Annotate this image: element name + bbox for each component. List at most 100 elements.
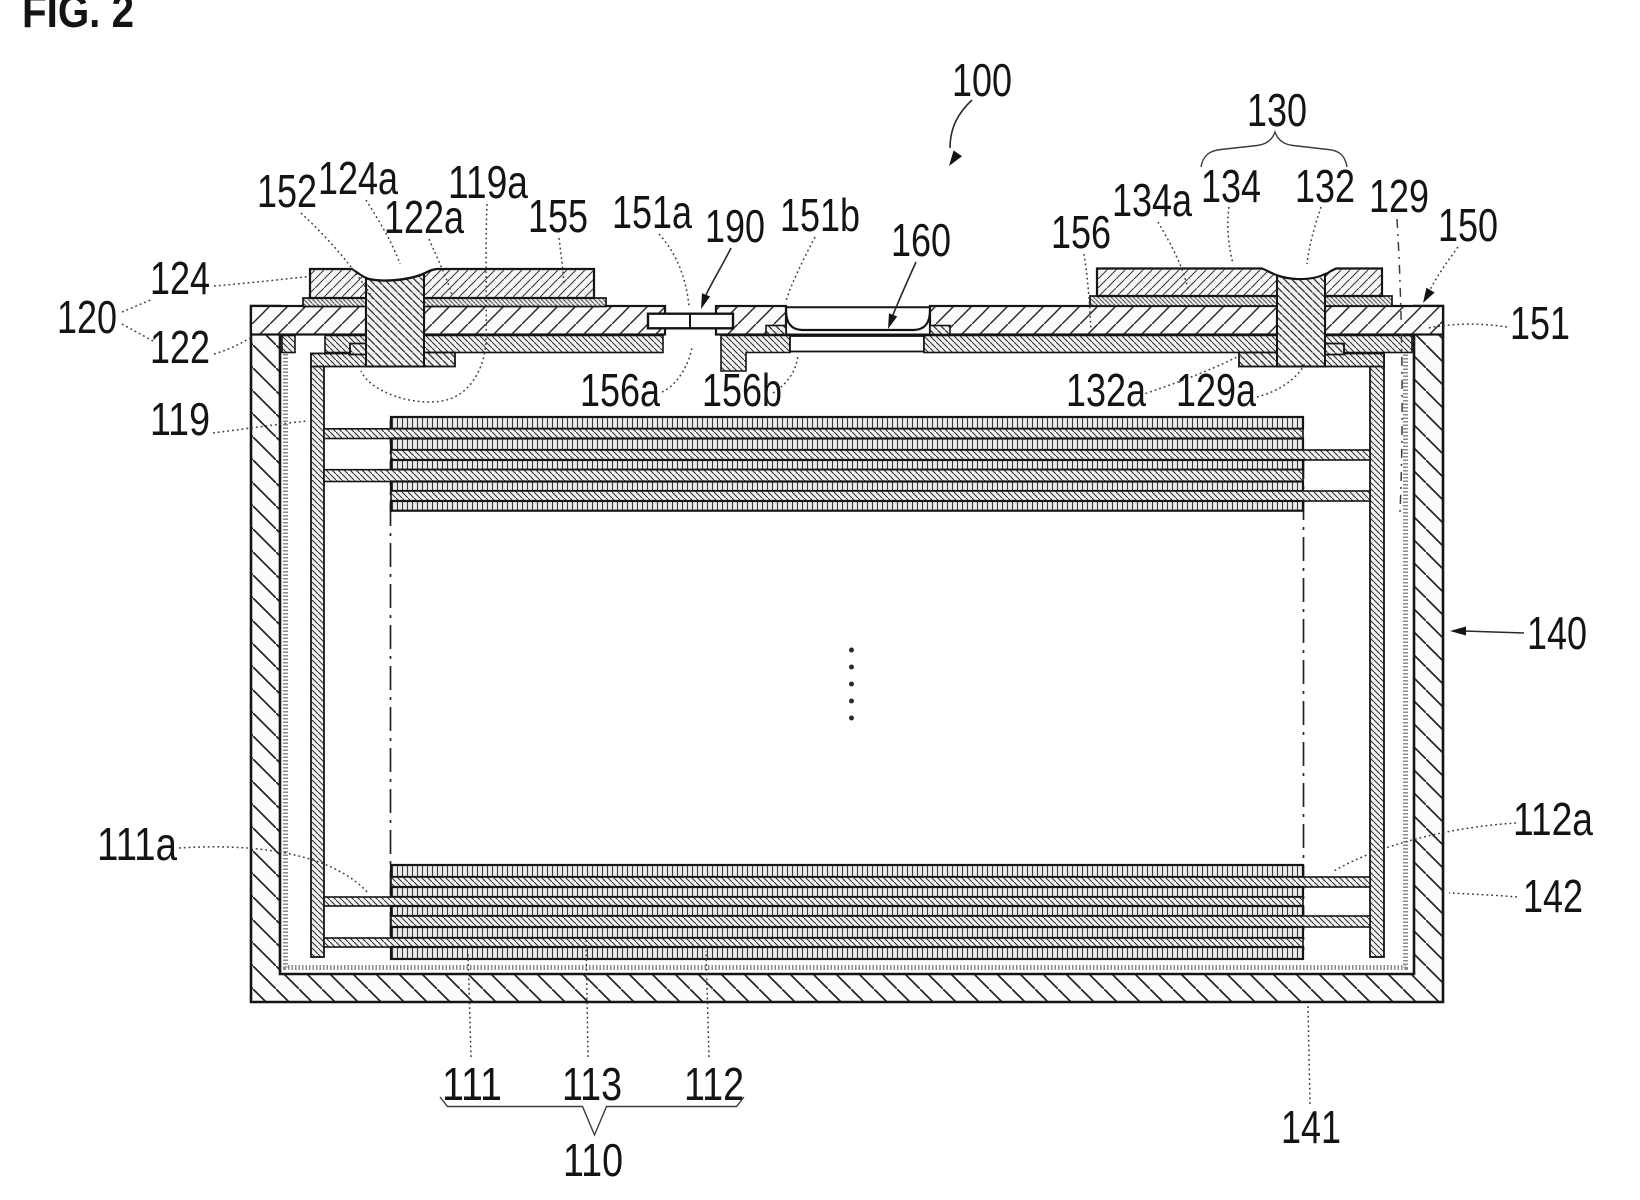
label-132a: 132a bbox=[1066, 364, 1146, 416]
leader-156a bbox=[661, 346, 693, 393]
leader-160 bbox=[892, 261, 917, 316]
leader-140 bbox=[1463, 630, 1525, 634]
continuation-dot bbox=[849, 698, 854, 704]
label-122a: 122a bbox=[384, 191, 464, 243]
label-120: 120 bbox=[57, 291, 117, 343]
label-112a: 112a bbox=[1513, 793, 1593, 845]
leader-141 bbox=[1307, 1004, 1311, 1105]
electrode-layer bbox=[389, 904, 1305, 918]
electrode-layer bbox=[389, 925, 1305, 940]
arrowhead-140 bbox=[1450, 626, 1466, 636]
continuation-dots bbox=[849, 647, 854, 721]
collector-left-119 bbox=[310, 352, 325, 958]
terminal-shim-left-122a bbox=[302, 297, 607, 308]
cap-plate-seg-b bbox=[422, 304, 667, 336]
leader-113 bbox=[585, 940, 589, 1058]
leader-156 bbox=[1083, 253, 1092, 334]
label-122: 122 bbox=[150, 321, 210, 373]
label-141: 141 bbox=[1281, 1101, 1341, 1153]
leader-124 bbox=[213, 275, 315, 287]
electrode-layer bbox=[389, 437, 1305, 452]
insulator-strip-a bbox=[281, 334, 296, 354]
label-132: 132 bbox=[1295, 160, 1355, 212]
electrode-tab-right bbox=[390, 449, 1371, 461]
leader-151 bbox=[1427, 323, 1508, 329]
label-156a: 156a bbox=[580, 364, 660, 416]
label-155: 155 bbox=[528, 190, 588, 242]
arrowhead-190 bbox=[701, 293, 711, 309]
label-140: 140 bbox=[1527, 607, 1587, 659]
label-130: 130 bbox=[1247, 84, 1307, 136]
continuation-dot bbox=[849, 647, 854, 653]
leader-129 bbox=[1396, 218, 1403, 513]
label-151: 151 bbox=[1510, 297, 1570, 349]
leader-142 bbox=[1448, 892, 1518, 898]
leader-150 bbox=[1429, 246, 1459, 291]
label-142: 142 bbox=[1523, 870, 1583, 922]
leader-111 bbox=[467, 951, 472, 1058]
collector-right-129 bbox=[1369, 352, 1385, 958]
electrode-tab-right bbox=[390, 490, 1371, 502]
label-119a: 119a bbox=[448, 156, 528, 208]
label-112: 112 bbox=[684, 1058, 744, 1110]
terminal-plate-right-134 bbox=[1095, 267, 1384, 298]
arrowhead-160 bbox=[888, 313, 898, 329]
electrode-layer bbox=[389, 945, 1305, 961]
label-110: 110 bbox=[563, 1134, 623, 1186]
label-124a: 124a bbox=[318, 152, 398, 204]
vent-seat-right bbox=[929, 324, 951, 336]
continuation-dot bbox=[849, 664, 854, 670]
continuation-dot bbox=[849, 681, 854, 687]
brace-130 bbox=[1200, 129, 1348, 168]
label-100: 100 bbox=[952, 54, 1012, 106]
terminal-rivet-right-132 bbox=[1276, 272, 1326, 368]
leader-156b bbox=[772, 353, 799, 394]
electrode-layer bbox=[389, 863, 1305, 879]
electrode-tab-left bbox=[323, 896, 1304, 907]
cap-plate-seg-a bbox=[249, 304, 368, 336]
leader-134 bbox=[1227, 206, 1234, 265]
label-134a: 134a bbox=[1112, 174, 1192, 226]
continuation-dot bbox=[849, 715, 854, 721]
leader-151a bbox=[658, 233, 690, 307]
leader-122a bbox=[428, 238, 453, 296]
vent-membrane-160 bbox=[784, 309, 932, 332]
label-129a: 129a bbox=[1176, 364, 1256, 416]
label-124: 124 bbox=[150, 252, 210, 304]
leader-129a bbox=[1256, 362, 1306, 398]
electrode-tab-right bbox=[390, 915, 1371, 928]
label-156b: 156b bbox=[702, 364, 782, 416]
case-liner-stipple bbox=[283, 354, 1408, 970]
electrode-layer bbox=[389, 480, 1305, 493]
label-151b: 151b bbox=[780, 189, 860, 241]
terminal-rivet-left-152 bbox=[365, 272, 425, 368]
electrode-layer bbox=[389, 499, 1305, 512]
leader-120 bbox=[121, 298, 154, 342]
figure-title: FIG. 2 bbox=[22, 0, 134, 37]
label-190: 190 bbox=[705, 200, 765, 252]
leader-122 bbox=[213, 336, 253, 355]
electrode-tab-left bbox=[323, 468, 1304, 483]
label-129: 129 bbox=[1369, 170, 1429, 222]
leader-152 bbox=[300, 212, 374, 300]
cap-plate-seg-d bbox=[928, 304, 1279, 336]
cap-plate-seg-e bbox=[1323, 304, 1445, 336]
electrode-layer bbox=[389, 885, 1305, 899]
leader-100 bbox=[949, 99, 973, 149]
insulator-plate-156b bbox=[789, 335, 925, 353]
leader-119 bbox=[212, 420, 308, 434]
label-160: 160 bbox=[891, 214, 951, 266]
leader-112 bbox=[705, 950, 710, 1058]
electrode-layer bbox=[389, 458, 1305, 471]
vent-seat-left bbox=[765, 324, 787, 336]
bracket-110 bbox=[439, 1096, 745, 1137]
arrowhead-150 bbox=[1423, 287, 1435, 303]
label-150: 150 bbox=[1438, 199, 1498, 251]
label-111: 111 bbox=[442, 1058, 502, 1110]
terminal-shim-right-134a bbox=[1089, 295, 1393, 307]
label-156: 156 bbox=[1051, 206, 1111, 258]
electrode-tab-right bbox=[390, 876, 1371, 888]
arrowhead-100 bbox=[949, 150, 962, 166]
